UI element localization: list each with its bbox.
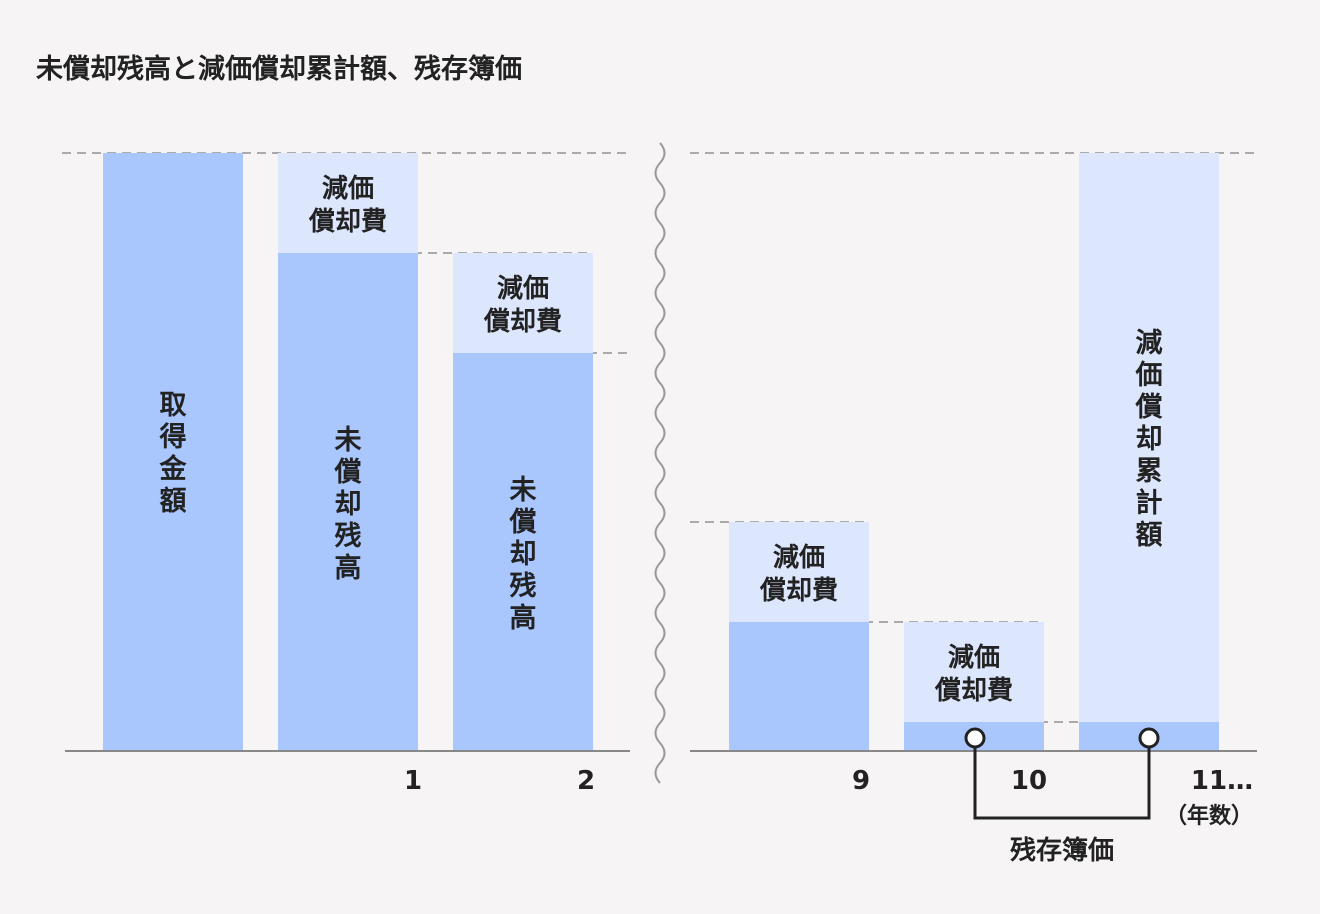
bar-acquisition-cost: [103, 153, 243, 750]
depreciation-label-line: 償却費: [934, 676, 1013, 706]
vertical-label-char: 計: [1136, 487, 1163, 519]
label-accumulated-depreciation: 減価償却累計額: [1135, 328, 1163, 551]
bar-year1-balance: [278, 253, 418, 750]
diagram-title: 未償却残高と減価償却累計額、残存簿価: [36, 53, 522, 85]
tick-label-9: 9: [852, 766, 870, 796]
depreciation-label-line: 減価: [773, 543, 825, 573]
vertical-label-char: 減: [1136, 328, 1163, 359]
residual-marker-year11: [1138, 727, 1160, 749]
tick-label-10: 10: [1011, 766, 1047, 796]
tick-label-2: 2: [577, 766, 595, 796]
vertical-label-char: 償: [334, 457, 362, 488]
tick-label-11: 11…: [1191, 766, 1253, 796]
tick-label-1: 1: [404, 766, 422, 796]
vertical-label-char: 取: [160, 390, 187, 421]
vertical-label-char: 額: [160, 486, 187, 517]
vertical-label-char: 未: [335, 425, 362, 456]
bar-year2-balance: [453, 353, 593, 750]
bar-year11-accumulated: [1079, 153, 1219, 722]
vertical-label-char: 金: [159, 453, 188, 485]
vertical-label-char: 未: [510, 475, 537, 506]
depreciation-label-line: 減価: [948, 643, 1000, 673]
label-year1-balance: 未償却残高: [334, 425, 362, 584]
vertical-label-char: 残: [335, 521, 362, 552]
vertical-label-char: 高: [510, 602, 537, 634]
residual-value-bracket: [964, 727, 1160, 820]
vertical-label-char: 得: [159, 422, 187, 453]
vertical-label-char: 額: [1136, 520, 1163, 551]
vertical-label-char: 価: [1135, 360, 1163, 391]
vertical-label-char: 却: [1136, 424, 1163, 455]
label-residual-book-value: 残存簿価: [1010, 836, 1114, 866]
depreciation-label-line: 減価: [322, 174, 374, 204]
bar-year1-depreciation: [278, 153, 418, 253]
label-year2-balance: 未償却残高: [509, 475, 537, 634]
vertical-label-char: 却: [335, 489, 362, 520]
depreciation-label-line: 償却費: [759, 576, 838, 606]
depreciation-label-line: 減価: [497, 274, 549, 304]
vertical-label-char: 却: [510, 539, 537, 570]
bar-year2-depreciation: [453, 253, 593, 353]
depreciation-label-line: 償却費: [483, 307, 562, 337]
vertical-label-char: 高: [335, 552, 362, 584]
bar-year9-depreciation: [729, 522, 869, 622]
vertical-label-char: 累: [1136, 456, 1163, 487]
vertical-label-char: 償: [509, 507, 537, 538]
x-axis-unit: （年数）: [1165, 803, 1253, 829]
bar-year10-depreciation: [904, 622, 1044, 722]
axis-break-wave: [654, 142, 666, 784]
residual-marker-year10: [964, 727, 986, 749]
bar-year9-balance: [729, 622, 869, 750]
depreciation-label-line: 償却費: [308, 207, 387, 237]
vertical-label-char: 残: [510, 571, 537, 602]
vertical-label-char: 償: [1135, 392, 1163, 423]
